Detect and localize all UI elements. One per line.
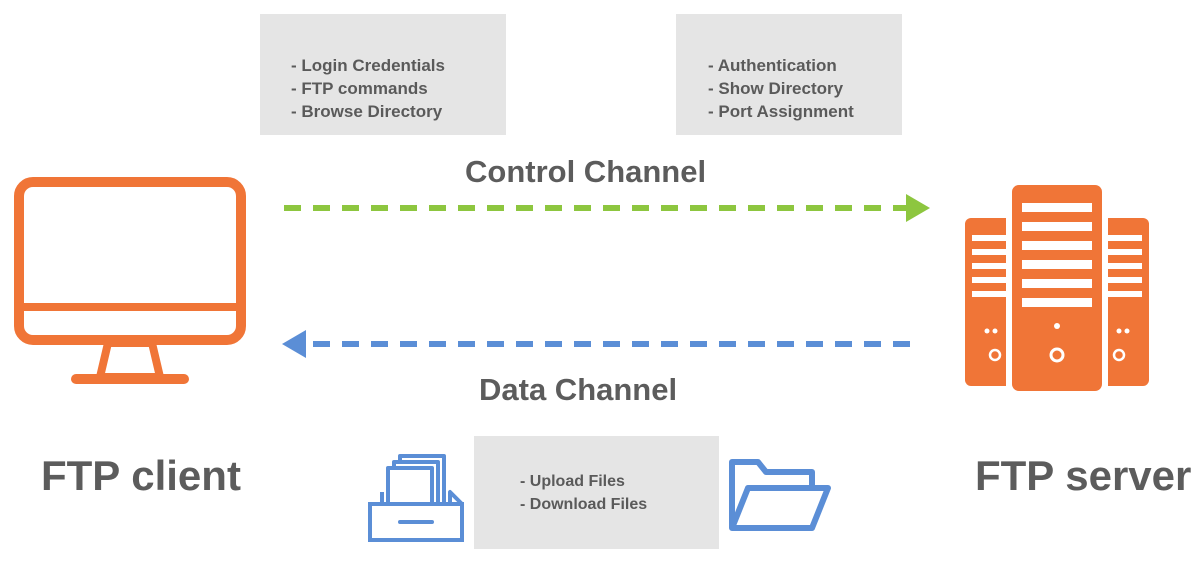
client-info-item: FTP commands: [291, 77, 445, 100]
ftp-client-label: FTP client: [41, 452, 241, 499]
client-info-item: Login Credentials: [291, 54, 445, 77]
server-info-box: Authentication Show Directory Port Assig…: [676, 14, 902, 135]
ftp-server-label: FTP server: [975, 452, 1192, 499]
server-info-item: Authentication: [708, 54, 854, 77]
client-info-box: Login Credentials FTP commands Browse Di…: [260, 14, 506, 135]
server-icon: [965, 183, 1149, 393]
data-info-box: Upload Files Download Files: [474, 436, 719, 549]
open-folder-icon: [729, 459, 831, 531]
data-info-item: Upload Files: [520, 470, 647, 493]
control-channel-label: Control Channel: [465, 154, 707, 189]
client-info-item: Browse Directory: [291, 100, 445, 123]
server-info-item: Show Directory: [708, 77, 854, 100]
data-info-item: Download Files: [520, 493, 647, 516]
server-info-item: Port Assignment: [708, 100, 853, 123]
file-tray-icon: [368, 454, 464, 542]
data-channel-label: Data Channel: [479, 372, 678, 407]
monitor-icon: [14, 177, 246, 384]
